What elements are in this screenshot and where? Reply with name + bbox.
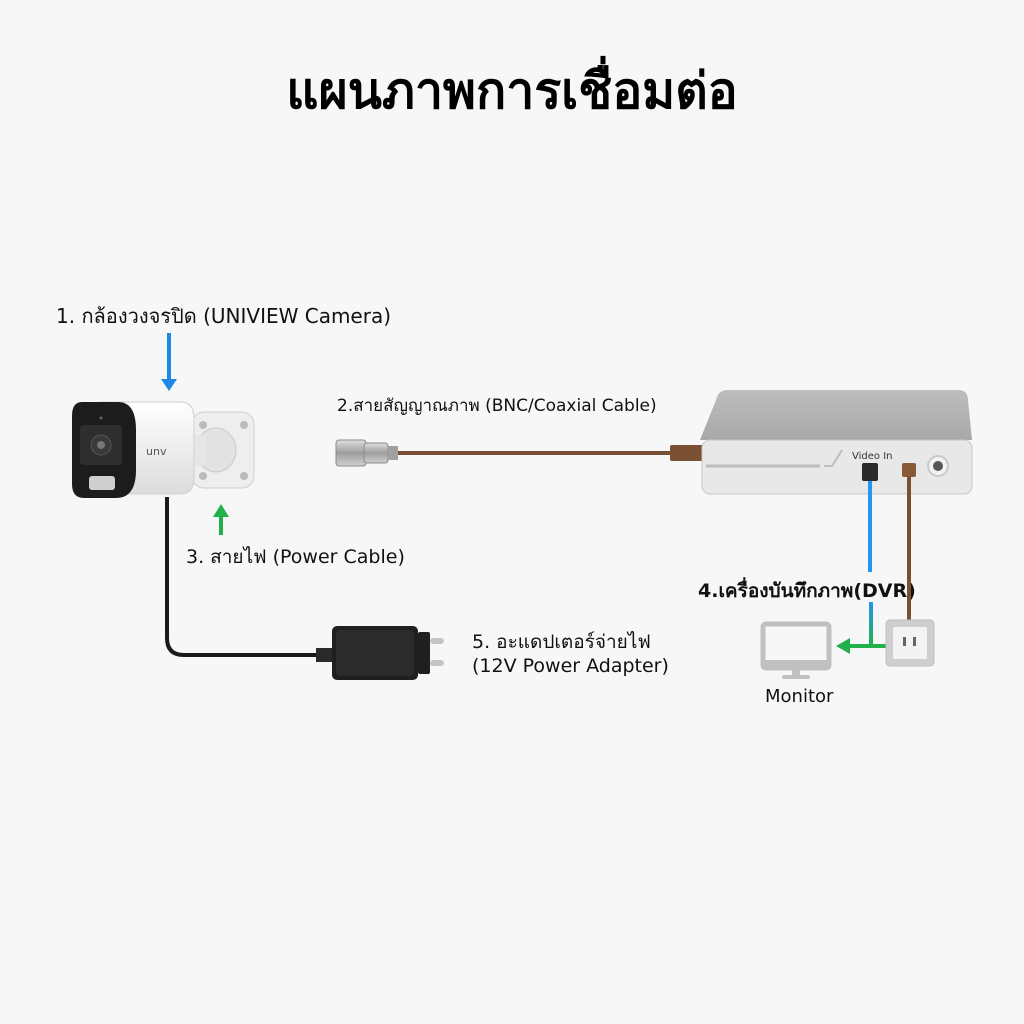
monitor-arrow [836, 638, 850, 654]
power-cable-label: 3. สายไฟ (Power Cable) [186, 546, 405, 568]
adapter-label-line1: 5. อะแดปเตอร์จ่ายไฟ [472, 631, 651, 653]
monitor-label: Monitor [765, 686, 834, 707]
monitor-icon [760, 621, 832, 679]
camera-pointer-arrow [161, 333, 177, 391]
power-adapter-icon [316, 626, 444, 680]
adapter-label-line2: (12V Power Adapter) [472, 655, 669, 677]
bnc-cable-label: 2.สายสัญญาณภาพ (BNC/Coaxial Cable) [337, 396, 657, 416]
camera-icon: unv [72, 401, 255, 498]
power-cable [165, 497, 322, 657]
bnc-cable-icon [335, 439, 704, 467]
power-cable-pointer-arrow [213, 504, 229, 535]
dvr-icon: Video In [700, 390, 973, 495]
camera-label: 1. กล้องวงจรปิด (UNIVIEW Camera) [56, 304, 392, 328]
dvr-port-label: Video In [852, 451, 892, 462]
dvr-label: 4.เครื่องบันทึกภาพ(DVR) [698, 580, 916, 602]
wall-outlet-icon [885, 619, 935, 667]
page-title: แผนภาพการเชื่อมต่อ [286, 62, 738, 120]
signal-cable-to-monitor [848, 602, 873, 648]
camera-brand-logo: unv [146, 445, 167, 458]
